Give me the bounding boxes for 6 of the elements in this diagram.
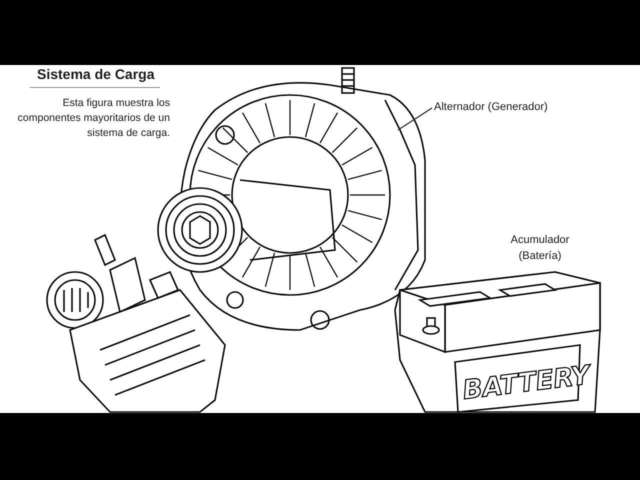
leader-line xyxy=(398,108,432,130)
battery-lettering: BATTERY xyxy=(461,360,592,406)
part-label: Alternador (Generador) xyxy=(434,99,548,116)
description-text: Esta figura muestra los componentes mayoritarios de un sistema de carga. xyxy=(16,96,170,141)
part-label: Acumulador (Batería) xyxy=(510,233,570,264)
title: Sistema de Carga xyxy=(37,65,154,84)
